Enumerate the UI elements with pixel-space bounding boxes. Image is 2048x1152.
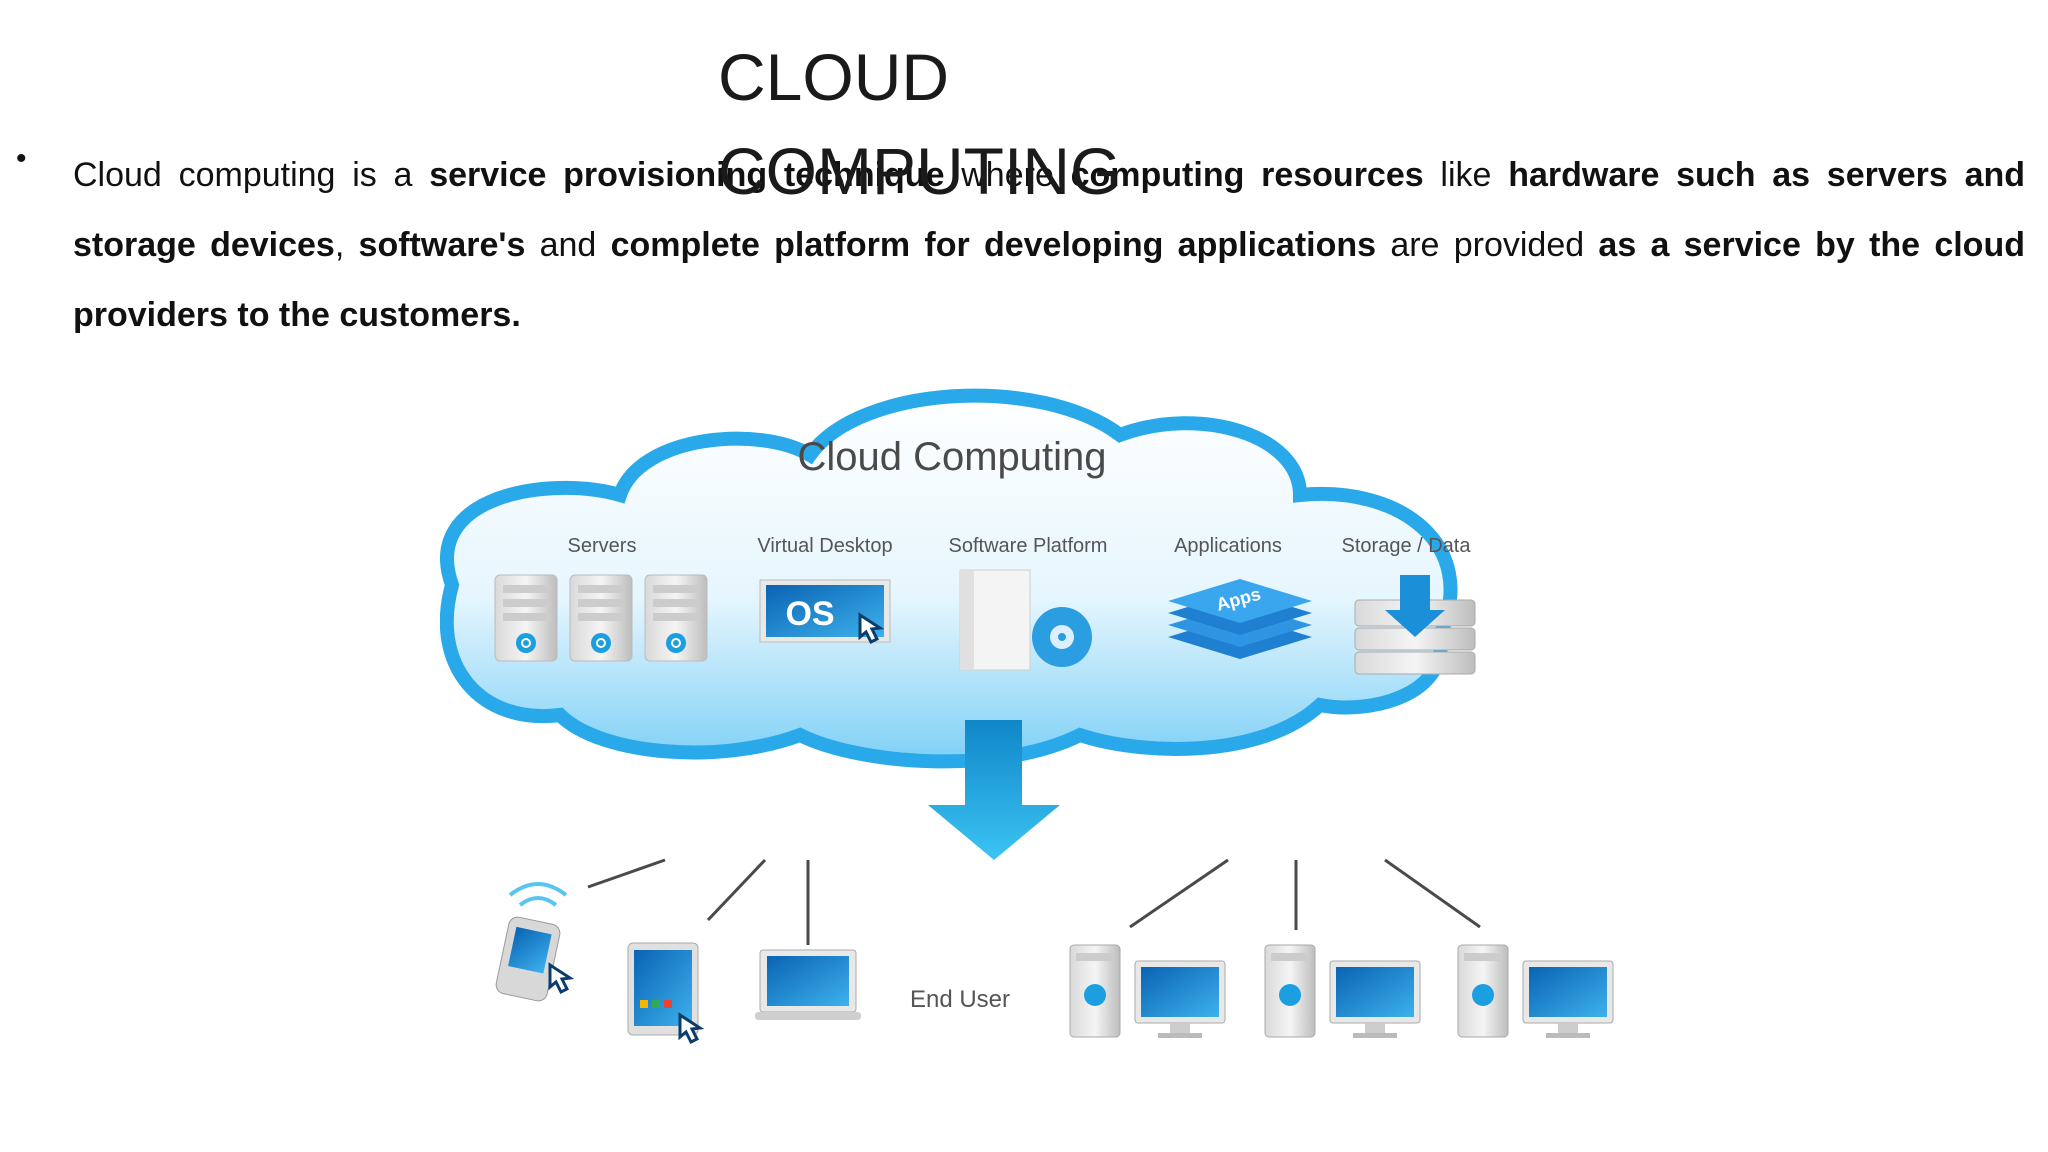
tablet-icon	[627, 942, 705, 1045]
bullet-text: like	[1423, 156, 1509, 194]
bullet-text: ,	[334, 226, 359, 264]
service-label-virtual-desktop: Virtual Desktop	[757, 535, 892, 557]
bullet-bold-text: service provisioning technique	[429, 156, 945, 194]
bullet-text: and	[525, 226, 611, 264]
end-user-label: End User	[910, 986, 1010, 1013]
desktop-computer-icon	[1264, 944, 1421, 1038]
bullet-bold-text: computing resources	[1070, 156, 1424, 194]
software-box-icon	[959, 569, 1092, 671]
bullet-bold-text: software's	[358, 226, 526, 264]
apps-stack-icon: Apps	[1168, 579, 1312, 659]
bullet-paragraph: Cloud computing is a service provisionin…	[73, 140, 2025, 350]
bullet-text: Cloud computing is a	[73, 156, 430, 194]
down-arrow-icon	[928, 720, 1060, 860]
bullet-bold-text: hardware such as servers and storage dev…	[73, 156, 2026, 264]
desktop-computer-icon	[1069, 944, 1226, 1038]
cloud-title: Cloud Computing	[797, 435, 1106, 479]
smartphone-icon	[495, 882, 575, 1002]
database-icon	[1354, 575, 1476, 675]
service-label-storage-data: Storage / Data	[1342, 535, 1472, 557]
server-rack-icon	[494, 574, 708, 662]
os-desktop-icon: OS	[759, 579, 891, 645]
svg-text:OS: OS	[785, 595, 834, 633]
bullet-bold-text: as a service by the cloud providers to t…	[73, 226, 2025, 334]
bullet-icon: •	[16, 142, 27, 175]
laptop-icon	[755, 949, 861, 1020]
service-label-servers: Servers	[568, 535, 637, 557]
service-label-applications: Applications	[1174, 535, 1282, 557]
bullet-text: where	[944, 156, 1071, 194]
desktop-computer-icon	[1457, 944, 1614, 1038]
slide-title: CLOUD COMPUTING	[718, 40, 1122, 208]
connector-lines	[587, 858, 1481, 945]
cloud-computing-diagram: Cloud Computing Servers Virtual Desktop …	[440, 388, 1614, 1045]
bullet-text: are provided	[1376, 226, 1599, 264]
service-label-software-platform: Software Platform	[949, 535, 1108, 557]
bullet-bold-text: complete platform for developing applica…	[610, 226, 1377, 264]
